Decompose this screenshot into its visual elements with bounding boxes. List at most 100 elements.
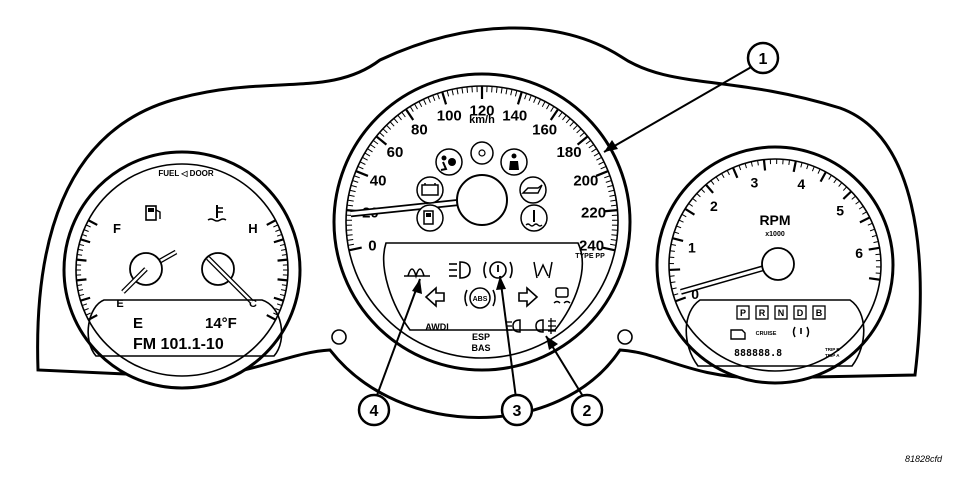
minor-tick	[281, 254, 287, 256]
callout-1-number: 1	[759, 51, 768, 68]
minor-tick	[674, 231, 680, 235]
callout-4: 4	[357, 278, 422, 427]
major-tick	[76, 258, 87, 262]
minor-tick	[280, 248, 287, 251]
minor-tick	[414, 103, 418, 110]
major-tick	[732, 167, 739, 179]
minor-tick	[418, 101, 423, 108]
minor-tick	[77, 289, 84, 292]
major-tick	[819, 171, 827, 183]
minor-tick	[871, 234, 877, 238]
rpm-scale-6: 6	[855, 245, 863, 261]
minor-tick	[673, 293, 679, 296]
minor-tick	[604, 175, 611, 179]
minor-tick	[669, 275, 675, 277]
minor-tick	[585, 139, 592, 145]
callout-3-number: 3	[513, 403, 522, 420]
fuel-full-label: F	[113, 221, 121, 236]
fuel-low-icon	[416, 204, 444, 232]
minor-tick	[352, 180, 359, 183]
minor-tick	[670, 281, 676, 284]
speed-label-160: 160	[532, 122, 557, 139]
cruise-label: CRUISE	[756, 331, 777, 337]
minor-tick	[280, 289, 287, 292]
minor-tick	[81, 303, 88, 307]
major-tick	[273, 238, 284, 244]
gear-box-p	[736, 305, 750, 320]
speed-label-200: 200	[573, 172, 598, 189]
bas-label: BAS	[471, 343, 490, 353]
speed-label-240: 240	[579, 238, 604, 255]
minor-tick	[873, 241, 879, 244]
minor-tick	[610, 199, 617, 202]
minor-tick	[744, 163, 747, 169]
brake-warning-icon	[483, 261, 513, 279]
rpm-multiplier: x1000	[765, 231, 785, 238]
major-tick	[266, 314, 277, 321]
minor-tick	[528, 95, 532, 102]
minor-tick	[609, 243, 617, 246]
fuel-pump-icon	[145, 205, 161, 221]
minor-tick	[77, 284, 83, 286]
callout-2: 2	[545, 335, 604, 427]
major-tick	[762, 159, 767, 171]
display-compass: E	[133, 315, 143, 332]
gear-box-n	[774, 305, 788, 320]
minor-tick	[514, 90, 518, 97]
callout-4-number: 4	[370, 403, 379, 420]
fuel-empty-label: E	[116, 298, 123, 310]
minor-tick	[349, 189, 356, 193]
temp-needle	[201, 252, 254, 304]
minor-tick	[389, 121, 395, 127]
gear-indicator-r: R	[759, 308, 766, 318]
major-tick	[842, 190, 853, 200]
minor-tick	[367, 148, 373, 153]
temp-hot-label: H	[248, 221, 257, 236]
minor-tick	[605, 180, 612, 183]
minor-tick	[721, 173, 725, 179]
tachometer-needle	[680, 247, 795, 295]
minor-tick	[591, 148, 597, 153]
minor-tick	[372, 139, 379, 145]
gear-box-r	[755, 305, 769, 320]
minor-tick	[546, 103, 550, 110]
minor-tick	[875, 253, 881, 256]
minor-tick	[838, 182, 843, 187]
headlamp-icon	[449, 261, 471, 279]
minor-tick	[692, 197, 697, 202]
minor-tick	[598, 161, 605, 165]
odometer-readout: 888888.8	[734, 348, 782, 359]
minor-tick	[588, 144, 595, 149]
minor-tick	[688, 203, 694, 207]
rpm-scale-1: 1	[688, 239, 696, 255]
minor-tick	[715, 176, 720, 182]
rpm-scale-3: 3	[751, 175, 759, 191]
major-tick	[76, 278, 87, 282]
major-tick	[792, 160, 797, 173]
minor-tick	[858, 205, 864, 210]
minor-tick	[275, 308, 281, 311]
speed-label-40: 40	[370, 172, 387, 189]
major-tick	[355, 170, 369, 177]
engine-check-icon	[730, 329, 746, 340]
minor-tick	[432, 95, 436, 102]
major-tick	[672, 237, 684, 243]
minor-tick	[273, 224, 279, 228]
tire-pressure-icon	[792, 326, 810, 338]
fuel-temp-ticks	[76, 219, 288, 321]
major-tick	[277, 278, 288, 282]
minor-tick	[541, 101, 546, 108]
minor-tick	[867, 222, 873, 226]
major-tick	[859, 216, 871, 224]
rpm-scale-5: 5	[836, 202, 844, 218]
info-display-panel	[87, 299, 283, 357]
rpm-scale-4: 4	[797, 176, 805, 192]
minor-tick	[279, 243, 285, 247]
major-tick	[705, 183, 714, 194]
minor-tick	[83, 229, 89, 232]
traction-control-icon	[553, 287, 571, 304]
minor-tick	[500, 87, 503, 94]
minor-tick	[451, 89, 454, 96]
battery-icon	[416, 176, 444, 204]
callout-2-number: 2	[583, 403, 592, 420]
